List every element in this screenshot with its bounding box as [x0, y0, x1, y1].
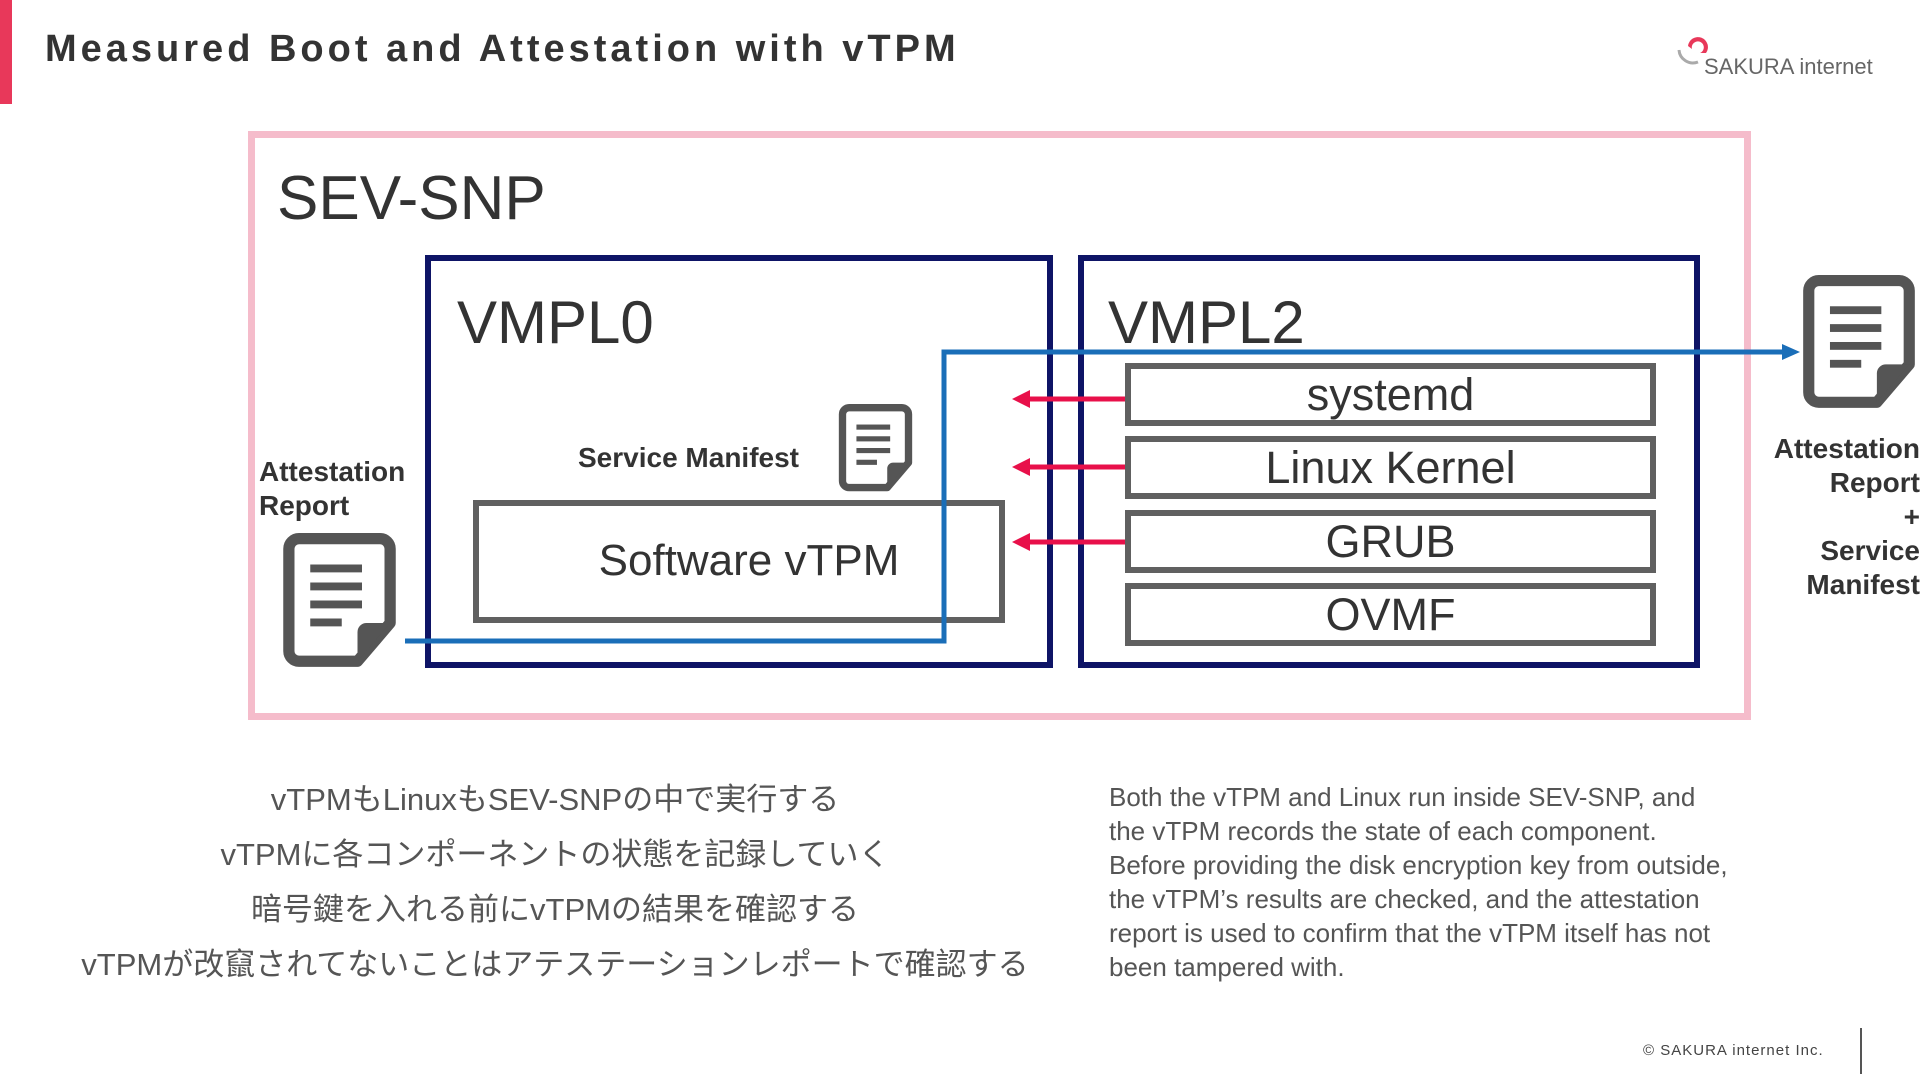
logo-text: SAKURA internet: [1704, 54, 1873, 79]
attestation-flow-arrowhead: [1782, 344, 1800, 360]
jp-note-line: 暗号鍵を入れる前にvTPMの結果を確認する: [251, 892, 859, 927]
attestation-output-document-icon: [1803, 275, 1915, 408]
layer-grub: GRUB: [1125, 510, 1656, 573]
service-manifest-label: Service Manifest: [578, 442, 799, 473]
english-notes: Both the vTPM and Linux run inside SEV-S…: [1109, 782, 1728, 982]
software-vtpm-label: Software vTPM: [598, 536, 900, 585]
layer-linux-kernel: Linux Kernel: [1125, 436, 1656, 499]
sakura-logo-icon: [1677, 37, 1708, 65]
vmpl2-label: VMPL2: [1108, 289, 1305, 356]
page-title: Measured Boot and Attestation with vTPM: [45, 28, 960, 70]
jp-note-line: vTPMに各コンポーネントの状態を記録していく: [220, 837, 890, 872]
layer-ovmf: OVMF: [1125, 583, 1656, 646]
jp-note-line: vTPMが改竄されてないことはアテステーションレポートで確認する: [81, 947, 1029, 982]
sakura-logo: SAKURA internet: [1676, 36, 1886, 86]
service-manifest-document-icon: [838, 404, 913, 492]
footer-divider: [1860, 1028, 1862, 1074]
jp-note-line: vTPMもLinuxもSEV-SNPの中で実行する: [270, 782, 840, 817]
attestation-report-document-icon: [283, 533, 396, 667]
attestation-report-right-label: Attestation Report + Service Manifest: [1773, 433, 1920, 600]
software-vtpm-box: Software vTPM: [473, 500, 1005, 623]
copyright: © SAKURA internet Inc.: [1643, 1042, 1824, 1059]
sev-snp-label: SEV-SNP: [277, 164, 546, 233]
accent-bar: [0, 0, 12, 104]
attestation-report-left-label: Attestation Report: [259, 456, 406, 521]
vmpl0-label: VMPL0: [457, 289, 654, 356]
japanese-notes: vTPMもLinuxもSEV-SNPの中で実行する vTPMに各コンポーネントの…: [55, 780, 1055, 1000]
layer-systemd: systemd: [1125, 363, 1656, 426]
